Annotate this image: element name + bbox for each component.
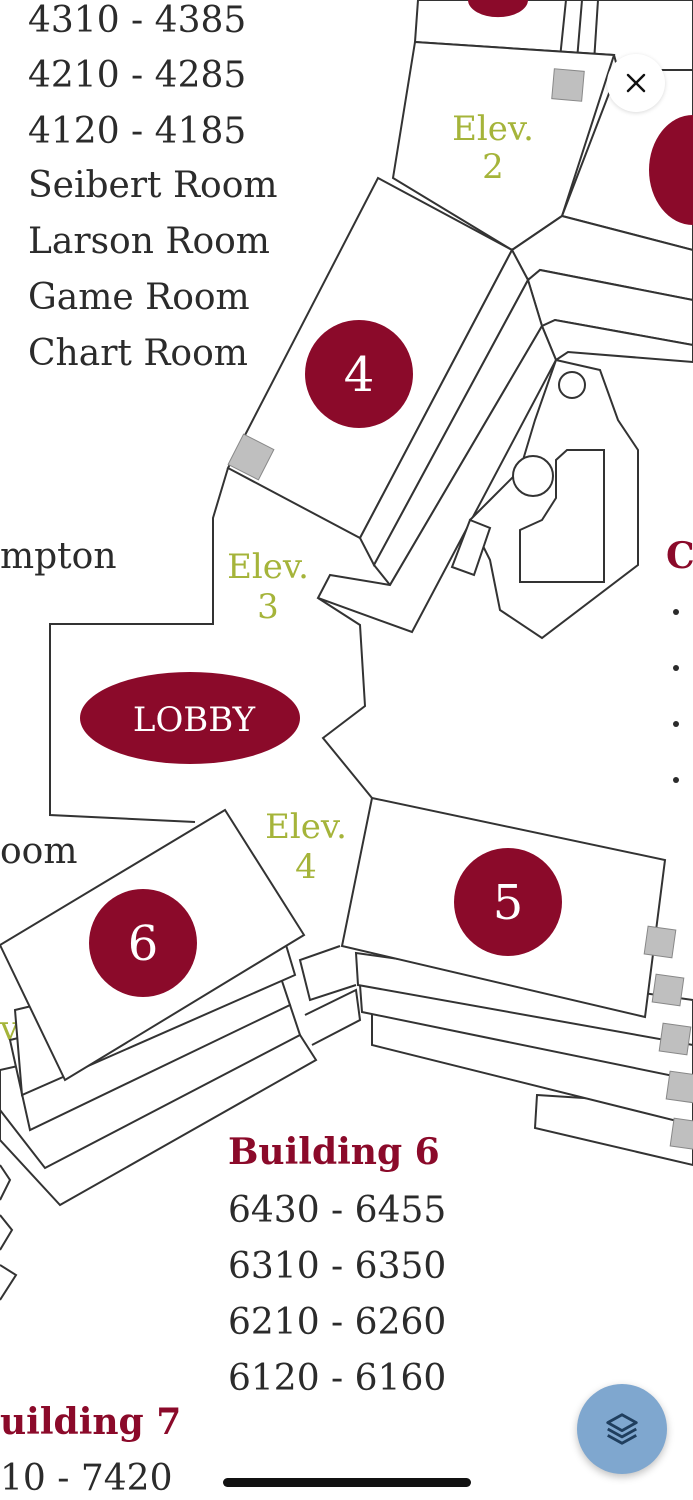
partial-label-right: C (666, 535, 693, 577)
layers-button[interactable] (577, 1384, 667, 1474)
svg-text:Elev.: Elev. (227, 547, 309, 587)
partial-label-left-lower: oom (0, 831, 77, 872)
stair-icon (643, 925, 677, 959)
lobby-label: LOBBY (133, 700, 256, 740)
room-name: Larson Room (28, 221, 270, 262)
courtyard (450, 358, 639, 640)
svg-text:4: 4 (295, 847, 317, 887)
building-5-marker[interactable] (454, 848, 562, 956)
stair-icon (227, 433, 275, 481)
elevator-4-label: Elev. 4 (265, 807, 347, 887)
building-7-room-list: uilding 7 10 - 7420 (0, 1401, 181, 1499)
building-4-room-list: 4310 - 4385 4210 - 4285 4120 - 4185 Seib… (28, 0, 278, 374)
building-6-title: Building 6 (228, 1131, 440, 1173)
svg-text:Elev.: Elev. (265, 807, 347, 847)
room-range: 4210 - 4285 (28, 55, 246, 96)
room-range: 4310 - 4385 (28, 0, 246, 41)
room-range: 6430 - 6455 (228, 1190, 446, 1231)
home-indicator[interactable] (223, 1478, 471, 1487)
building-7-title: uilding 7 (0, 1401, 181, 1443)
room-range: 6210 - 6260 (228, 1302, 446, 1343)
building-2-area[interactable] (391, 0, 693, 252)
building-6[interactable]: 6 (0, 808, 362, 1301)
stair-icon (665, 1070, 693, 1104)
building-marker-partial (468, 0, 528, 18)
building-5[interactable]: 5 (340, 796, 693, 1167)
room-range: 6120 - 6160 (228, 1358, 446, 1399)
stair-icon (551, 68, 585, 102)
room-range: 10 - 7420 (0, 1458, 172, 1499)
lobby-marker[interactable] (80, 672, 300, 764)
building-6-room-list: Building 6 6430 - 6455 6310 - 6350 6210 … (228, 1131, 446, 1399)
building-4-number: 4 (344, 347, 375, 403)
close-icon (626, 73, 646, 93)
stair-icon (669, 1117, 693, 1151)
building-4[interactable]: 4 (226, 176, 693, 634)
bullet-list-right (673, 609, 679, 783)
building-marker-partial (649, 115, 693, 225)
stair-icon (651, 973, 685, 1007)
svg-text:Elev.: Elev. (452, 109, 534, 149)
room-range: 6310 - 6350 (228, 1246, 446, 1287)
close-button[interactable] (607, 54, 665, 112)
layers-icon (606, 1413, 638, 1445)
partial-label-left-upper: mpton (0, 536, 117, 577)
stair-icon (658, 1022, 692, 1056)
room-name: Seibert Room (28, 165, 278, 206)
building-5-number: 5 (493, 875, 524, 931)
building-6-marker[interactable] (89, 889, 197, 997)
building-4-marker[interactable] (305, 320, 413, 428)
svg-text:3: 3 (257, 587, 279, 627)
room-name: Chart Room (28, 333, 248, 374)
building-6-number: 6 (128, 916, 159, 972)
lobby-area[interactable]: LOBBY (49, 467, 373, 823)
svg-text:2: 2 (482, 147, 504, 187)
elevator-2-label: Elev. 2 (452, 109, 534, 187)
elevator-3-label: Elev. 3 (227, 547, 309, 627)
room-range: 4120 - 4185 (28, 111, 246, 152)
room-name: Game Room (28, 277, 250, 318)
